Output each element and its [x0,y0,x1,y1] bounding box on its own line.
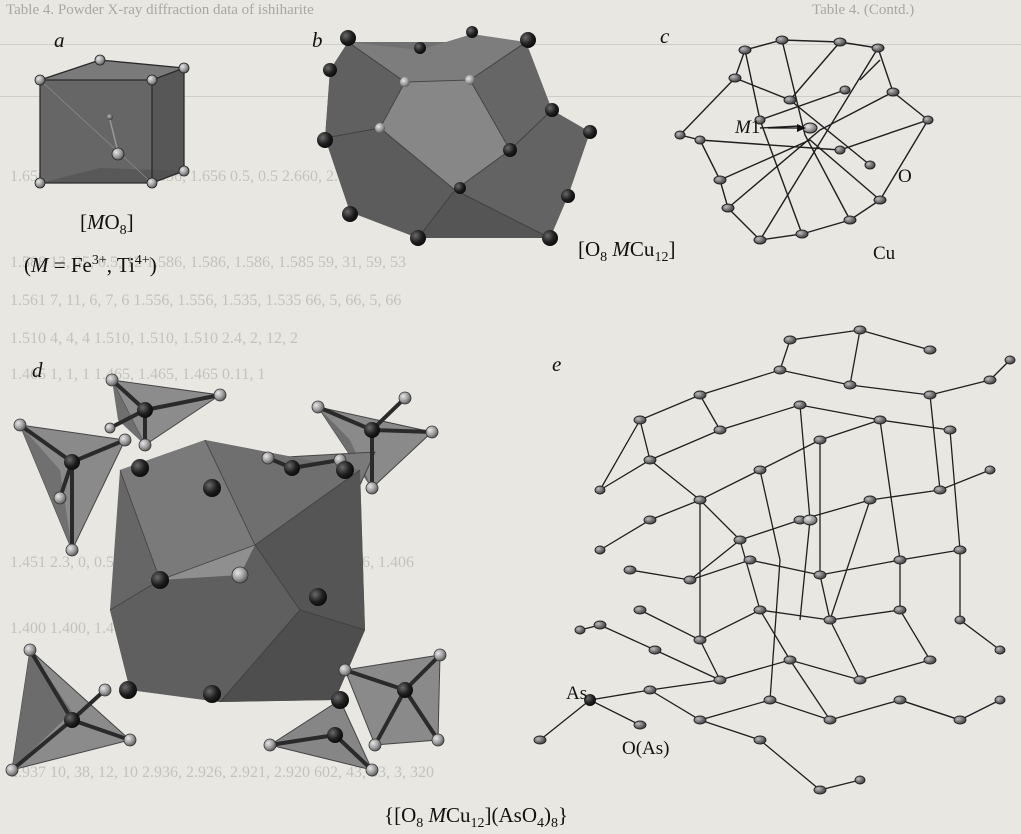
panel-c-ortep [679,39,929,241]
caption-part: Cu [446,803,471,827]
caption-part: [ [80,210,87,234]
caption-part: ( [24,253,31,277]
caption-italic: M [87,210,105,234]
caption-part: } [558,803,569,827]
caption-part: ] [126,210,134,234]
caption-sub: 8 [416,816,424,832]
panel-e-as-atom [584,694,596,706]
caption-sub: 8 [551,816,559,832]
panel-b-caption-formula: [O8 MCu12] [578,237,675,266]
caption-sup: 3+ [91,253,107,268]
caption-part: {[O [384,803,417,827]
panel-a-letter: a [54,28,65,52]
caption-sup: 4+ [134,253,150,268]
panel-c-label-o: O [898,166,912,187]
caption-sub: 4 [537,816,545,832]
caption-italic: M [607,237,630,261]
caption-part: O [104,210,120,234]
caption-part: ) [149,253,157,277]
panel-e-ortep [539,329,1011,791]
panel-e-label-oas: O(As) [622,738,670,759]
panel-c-label-m1: M1 [735,117,760,139]
caption-part: 1 [750,117,761,138]
panel-d-letter: d [32,358,43,382]
panel-d-caption-formula: {[O8 MCu12](AsO4)8} [384,803,568,832]
background-table-title-right: Table 4. (Contd.) [812,2,915,18]
panel-d-polyhedron [5,373,447,777]
caption-part: ) [544,803,552,827]
panel-e-atoms [533,325,1016,795]
background-row: 1.561 7, 11, 6, 7, 6 1.556, 1.556, 1.535… [10,292,402,309]
caption-sub: 12 [654,250,669,266]
caption-part: ] [668,237,676,261]
caption-part: = Fe [48,253,92,277]
background-row: 1.588 13, 25, 0.5, 12 1.586, 1.586, 1.58… [10,254,406,271]
caption-sub: 8 [119,223,127,239]
caption-sub: 8 [600,250,608,266]
caption-sub: 12 [470,816,485,832]
panel-e-label-as: As [566,683,588,704]
caption-part: , Ti [106,253,135,277]
background-row: 2.937 10, 38, 12, 10 2.936, 2.926, 2.921… [10,764,434,781]
panel-a-cube [34,54,190,189]
panel-c-letter: c [660,24,670,48]
panel-a-caption-formula: [MO8] [80,210,134,239]
panel-e-letter: e [552,352,562,376]
panel-a-caption-metals: (M = Fe3+, Ti4+) [24,253,157,278]
caption-part: Cu [629,237,655,261]
caption-italic: M [735,117,751,138]
background-row: 1.465 1, 1, 1 1.465, 1.465, 1.465 0.11, … [10,366,266,383]
background-row: 1.510 4, 4, 4 1.510, 1.510, 1.510 2.4, 2… [10,330,298,347]
panel-c-arrow [768,124,806,132]
caption-italic: M [423,803,447,827]
caption-part: ](AsO [484,803,538,827]
panel-b-polyhedron [317,26,597,246]
panel-c-atoms [674,35,934,245]
caption-italic: M [31,253,49,277]
panel-b-letter: b [312,28,323,52]
panel-c-label-cu: Cu [873,243,896,264]
caption-part: [O [578,237,601,261]
background-table-title-left: Table 4. Powder X-ray diffraction data o… [6,2,314,18]
